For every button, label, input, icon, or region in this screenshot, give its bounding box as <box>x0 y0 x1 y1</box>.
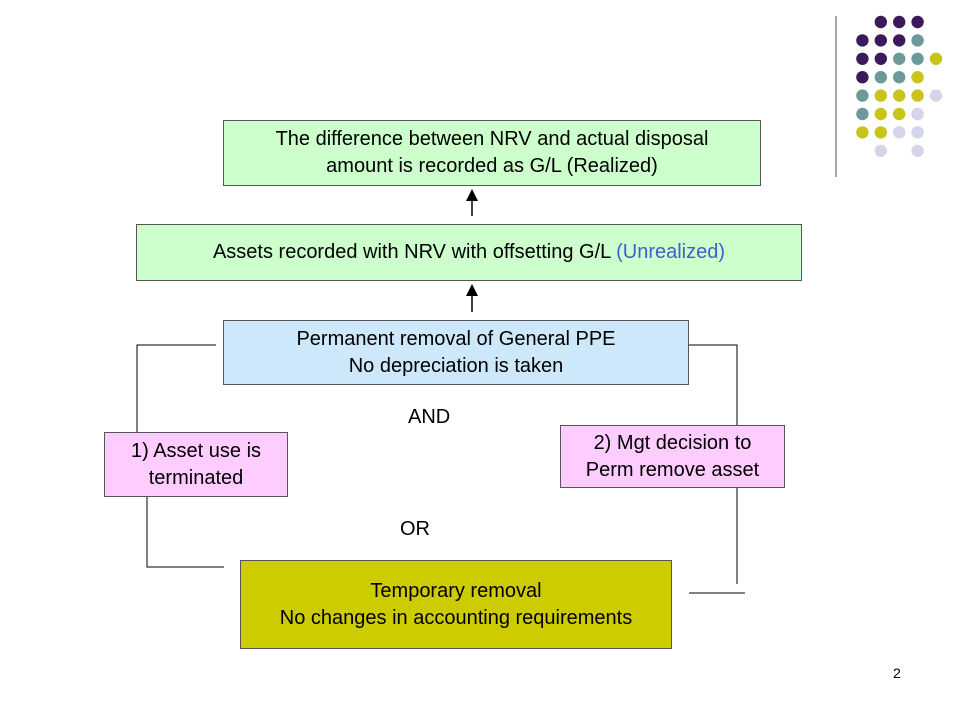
decorative-dot <box>911 34 924 47</box>
condition-2-box: 2) Mgt decision to Perm remove asset <box>560 425 785 488</box>
condition-2-line1: 2) Mgt decision to <box>593 431 752 454</box>
decorative-dot <box>856 71 869 84</box>
decorative-dot <box>911 144 924 157</box>
decorative-dot <box>874 71 887 84</box>
decorative-dot <box>874 107 887 121</box>
permanent-removal-box: Permanent removal of General PPE No depr… <box>223 320 689 385</box>
left-bracket-top <box>136 344 216 432</box>
decorative-dot <box>929 89 943 102</box>
unrealized-gl-box: Assets recorded with NRV with offsetting… <box>136 224 802 281</box>
decorative-dot <box>929 52 943 65</box>
left-bracket-bottom <box>146 497 224 568</box>
decorative-dot <box>911 89 924 102</box>
decorative-dot <box>874 89 887 102</box>
decorative-dot <box>911 15 924 29</box>
decorative-dot <box>893 71 906 84</box>
condition-2-line2: Perm remove asset <box>585 458 760 481</box>
decorative-dot <box>856 126 869 139</box>
decorative-dot <box>856 89 869 102</box>
temporary-removal-line1: Temporary removal <box>370 579 542 602</box>
decorative-dot <box>874 15 887 29</box>
decorative-dot <box>893 107 906 121</box>
unrealized-gl-highlight: (Unrealized) <box>616 241 726 263</box>
and-label: AND <box>408 406 451 428</box>
realized-gl-box: The difference between NRV and actual di… <box>223 120 761 186</box>
decorative-dot <box>911 71 924 84</box>
decorative-dot <box>911 107 924 121</box>
decorative-dot <box>874 34 887 47</box>
realized-gl-line2: amount is recorded as G/L (Realized) <box>326 155 658 177</box>
right-bracket-top <box>689 344 738 425</box>
decorative-dot <box>893 89 906 102</box>
decorative-dot <box>874 144 887 157</box>
temporary-removal-line2: No changes in accounting requirements <box>279 606 633 629</box>
decorative-dot <box>893 52 906 65</box>
condition-1-line2: terminated <box>148 466 244 489</box>
decorative-dot <box>874 52 887 65</box>
temporary-removal-box: Temporary removal No changes in accounti… <box>240 560 672 649</box>
realized-gl-line1: The difference between NRV and actual di… <box>275 128 709 150</box>
decorative-dot <box>911 52 924 65</box>
condition-1-box: 1) Asset use is terminated <box>104 432 288 497</box>
decorative-dot <box>911 126 924 139</box>
unrealized-gl-text: Assets recorded with NRV with offsetting… <box>212 241 617 263</box>
permanent-removal-line2: No depreciation is taken <box>348 354 564 377</box>
decorative-dot <box>856 107 869 121</box>
decorative-dot <box>893 34 906 47</box>
decorative-dot <box>893 126 906 139</box>
decorative-dot <box>893 15 906 29</box>
condition-1-line1: 1) Asset use is <box>130 439 262 462</box>
decorative-dot <box>856 34 869 47</box>
decorative-dot <box>856 52 869 65</box>
permanent-removal-line1: Permanent removal of General PPE <box>296 327 616 350</box>
or-label: OR <box>400 518 430 540</box>
page-number: 2 <box>893 665 901 681</box>
decorative-dot <box>874 126 887 139</box>
